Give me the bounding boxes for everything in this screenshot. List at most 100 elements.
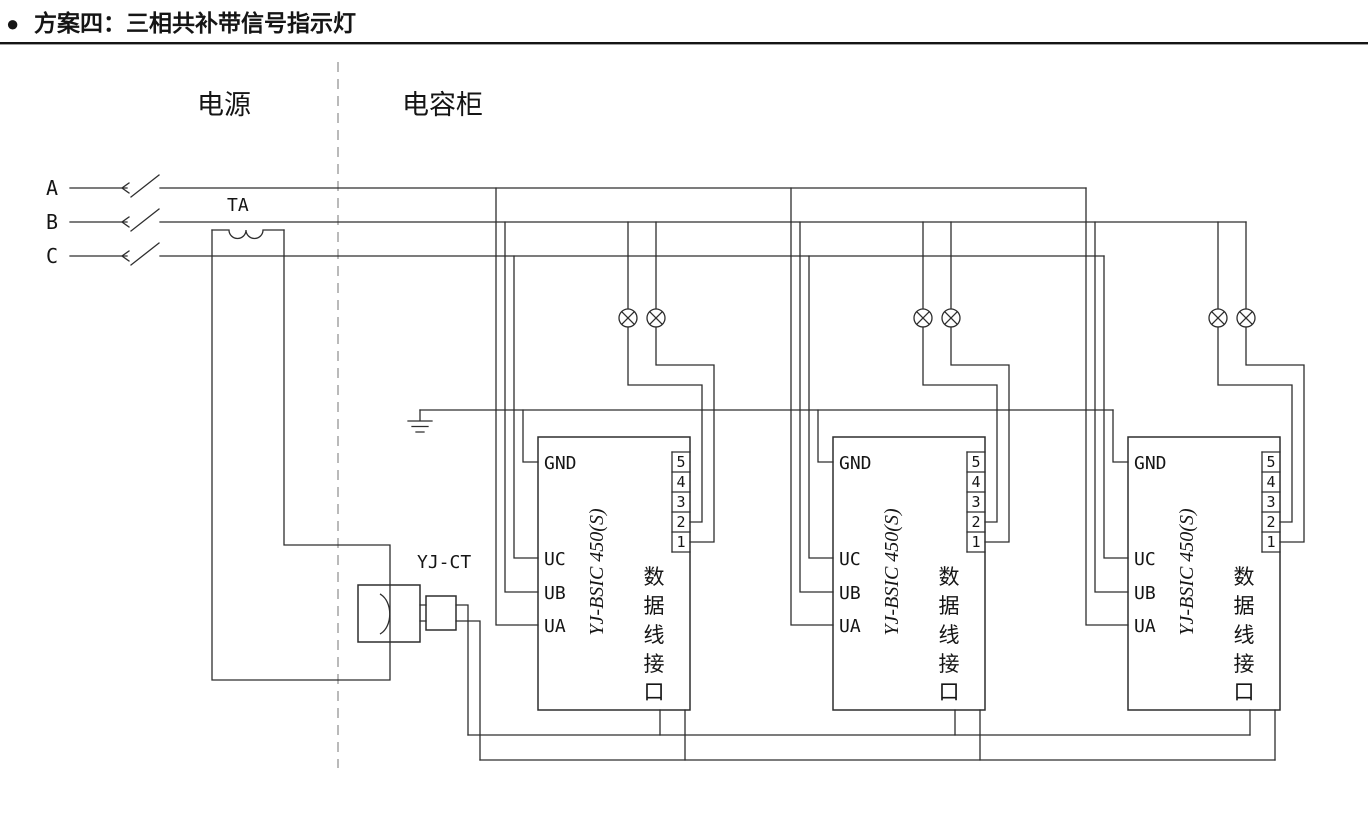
gnd-terminal-label: GND xyxy=(544,453,577,474)
ua-terminal-label: UA xyxy=(1134,616,1156,637)
wire-lamp2-to-pin1 xyxy=(1245,326,1305,543)
yjct-connector-link-wire xyxy=(419,604,427,622)
yjct-to-bus2-wire xyxy=(455,620,481,761)
pin-separators xyxy=(671,451,691,553)
breaker-blade-icon xyxy=(130,242,160,266)
wire-lamp2-to-pin1 xyxy=(655,326,715,543)
module-model-label: YJ-BSIC 450(S) xyxy=(586,508,608,636)
wire-phaseA-to-UA xyxy=(495,187,539,626)
data-interface-label-char: 口 xyxy=(939,680,960,704)
pin-label-4: 4 xyxy=(971,473,980,491)
controller-module-3: GND UC UB UA 5 4 3 2 1 YJ-BSIC 450(S) 数 … xyxy=(1085,187,1305,761)
yjct-sampler: YJ-CT xyxy=(357,552,481,761)
pin-label-1: 1 xyxy=(971,533,980,551)
yjct-body xyxy=(357,584,421,643)
breaker-blade-icon xyxy=(130,208,160,232)
controller-module-1: GND UC UB UA 5 4 3 2 1 YJ-BSIC 450(S) 数 … xyxy=(495,187,715,761)
data-interface-label-char: 接 xyxy=(939,652,960,676)
module-body xyxy=(537,436,691,711)
breaker-contact-icon xyxy=(120,216,130,228)
page-title: 方案四：三相共补带信号指示灯 xyxy=(34,10,356,36)
data-interface-label-char: 据 xyxy=(939,594,960,618)
wire-phaseB-to-UB xyxy=(1094,221,1129,593)
wire-groundbus-to-GND xyxy=(1112,409,1129,463)
ub-terminal-label: UB xyxy=(1134,583,1156,604)
ub-terminal-label: UB xyxy=(544,583,566,604)
ua-terminal-label: UA xyxy=(839,616,861,637)
ground-icon xyxy=(407,409,433,433)
indicator-lamp-icon xyxy=(913,308,933,328)
data-interface-label-char: 线 xyxy=(644,623,665,647)
yjct-connector xyxy=(425,595,457,631)
phase-lines: A B C xyxy=(46,174,1247,268)
breaker-contact-icon xyxy=(120,182,130,194)
clamp-ct-symbol xyxy=(379,593,391,635)
module-body xyxy=(1127,436,1281,711)
wire-lamp1-to-pin2 xyxy=(922,326,998,523)
data-interface-label-char: 据 xyxy=(1234,594,1255,618)
pin-separators xyxy=(966,451,986,553)
ta-label: TA xyxy=(227,195,249,216)
controller-module-2: GND UC UB UA 5 4 3 2 1 YJ-BSIC 450(S) 数 … xyxy=(790,187,1010,761)
uc-terminal-label: UC xyxy=(839,549,861,570)
uc-terminal-label: UC xyxy=(544,549,566,570)
pin-label-3: 3 xyxy=(971,493,980,511)
wire-phaseC-to-UC xyxy=(808,255,834,559)
indicator-lamp-icon xyxy=(1208,308,1228,328)
pin-label-4: 4 xyxy=(1266,473,1275,491)
pin-label-1: 1 xyxy=(676,533,685,551)
wire-phaseA-to-UA xyxy=(790,187,834,626)
pin-label-5: 5 xyxy=(676,453,685,471)
pin-label-3: 3 xyxy=(1266,493,1275,511)
ua-terminal-label: UA xyxy=(544,616,566,637)
wire-lamp1-to-pin2 xyxy=(627,326,703,523)
data-interface-label-char: 据 xyxy=(644,594,665,618)
ta-current-transformer: TA xyxy=(211,195,391,681)
phase-c-label: C xyxy=(46,244,58,268)
ct-winding-icon xyxy=(211,229,285,240)
wire-phaseB-to-UB xyxy=(799,221,834,593)
pin-label-2: 2 xyxy=(971,513,980,531)
data-interface-label-char: 接 xyxy=(644,652,665,676)
cabinet-section-label: 电容柜 xyxy=(402,90,483,120)
yjct-label: YJ-CT xyxy=(417,552,471,573)
pin-label-2: 2 xyxy=(676,513,685,531)
indicator-lamp-icon xyxy=(941,308,961,328)
pin-label-5: 5 xyxy=(971,453,980,471)
wire-lamp1-to-pin2 xyxy=(1217,326,1293,523)
breaker-blade-icon xyxy=(130,174,160,198)
indicator-lamp-icon xyxy=(1236,308,1256,328)
data-buses xyxy=(467,734,1276,761)
indicator-lamp-icon xyxy=(646,308,666,328)
phase-b-label: B xyxy=(46,210,58,234)
data-interface-label-char: 口 xyxy=(644,680,665,704)
data-interface-label-char: 线 xyxy=(1234,623,1255,647)
data-interface-label-char: 数 xyxy=(1234,565,1255,589)
wire-phaseB-to-UB xyxy=(504,221,539,593)
data-interface-label-char: 数 xyxy=(939,565,960,589)
data-interface-label-char: 数 xyxy=(644,565,665,589)
indicator-lamp-icon xyxy=(618,308,638,328)
wire-groundbus-to-GND xyxy=(522,409,539,463)
gnd-terminal-label: GND xyxy=(839,453,872,474)
module-model-label: YJ-BSIC 450(S) xyxy=(881,508,903,636)
data-interface-label-char: 口 xyxy=(1234,680,1255,704)
ct-secondary-loop-wire xyxy=(211,229,391,681)
gnd-terminal-label: GND xyxy=(1134,453,1167,474)
wire-phaseC-to-UC xyxy=(1103,255,1129,559)
module-model-label: YJ-BSIC 450(S) xyxy=(1176,508,1198,636)
wire-lamp2-to-pin1 xyxy=(950,326,1010,543)
data-interface-label-char: 线 xyxy=(939,623,960,647)
title-underline xyxy=(0,42,1368,45)
pin-label-3: 3 xyxy=(676,493,685,511)
title-bullet-icon: ● xyxy=(6,11,19,36)
pin-separators xyxy=(1261,451,1281,553)
module-body xyxy=(832,436,986,711)
wire-groundbus-to-GND xyxy=(817,409,834,463)
data-interface-label-char: 接 xyxy=(1234,652,1255,676)
yjct-to-bus1-wire xyxy=(455,604,469,736)
power-section-label: 电源 xyxy=(197,90,251,120)
header: ● 方案四：三相共补带信号指示灯 xyxy=(0,10,1368,45)
pin-label-4: 4 xyxy=(676,473,685,491)
